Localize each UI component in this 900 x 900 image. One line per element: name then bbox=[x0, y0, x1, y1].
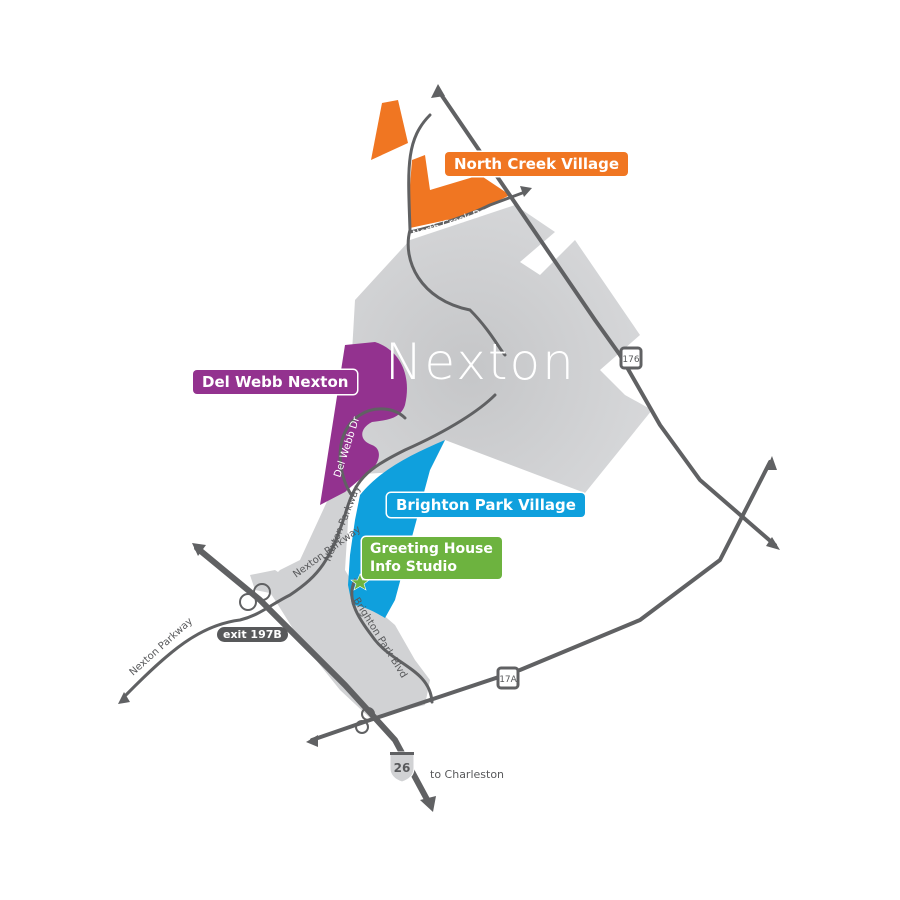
svg-text:176: 176 bbox=[622, 355, 639, 365]
north-creek-area bbox=[410, 155, 510, 228]
greeting-house-star-icon bbox=[350, 573, 370, 591]
brighton-park-blvd-road bbox=[350, 578, 434, 704]
us-17a-shield bbox=[496, 666, 520, 690]
arrow-i26-south bbox=[420, 796, 436, 812]
i-26-shield bbox=[389, 751, 415, 783]
svg-text:26: 26 bbox=[394, 761, 411, 775]
nexton-parkway-road bbox=[343, 393, 497, 517]
arrow-nexton-pkwy-west bbox=[118, 692, 130, 704]
north-creek-village-label[interactable]: North Creek Village bbox=[445, 152, 629, 176]
arrow-us17a-west bbox=[306, 735, 318, 747]
interchange-gray bbox=[250, 570, 290, 595]
svg-text:17A: 17A bbox=[499, 675, 517, 685]
internal-road bbox=[406, 113, 507, 357]
del-webb-dr-road bbox=[338, 407, 407, 498]
arrow-us176-north bbox=[431, 84, 445, 98]
nexton-parkway-west-label: Nexton Parkway bbox=[128, 616, 195, 678]
nexton-parkway-west-road bbox=[121, 513, 347, 700]
exit-badge: exit 197B bbox=[217, 627, 288, 642]
us-176-shield bbox=[619, 346, 643, 370]
us-176-road bbox=[436, 88, 777, 547]
map-title: Nexton bbox=[385, 333, 576, 391]
arrow-north-creek-east bbox=[520, 186, 532, 197]
brighton-park-village-label[interactable]: Brighton Park Village bbox=[387, 493, 585, 517]
arrow-us17a-east bbox=[766, 456, 777, 470]
north-creek-dr-road bbox=[408, 190, 527, 234]
nexton-area bbox=[345, 205, 652, 493]
arrow-i26-north bbox=[192, 543, 206, 556]
brighton-gray-area bbox=[265, 490, 430, 718]
north-creek-area-west bbox=[371, 100, 408, 160]
greeting-house-label[interactable]: Greeting House Info Studio bbox=[362, 537, 502, 579]
arrow-us176-south bbox=[766, 537, 780, 550]
to-charleston-label: to Charleston bbox=[430, 768, 505, 781]
del-webb-nexton-label[interactable]: Del Webb Nexton bbox=[193, 370, 358, 394]
